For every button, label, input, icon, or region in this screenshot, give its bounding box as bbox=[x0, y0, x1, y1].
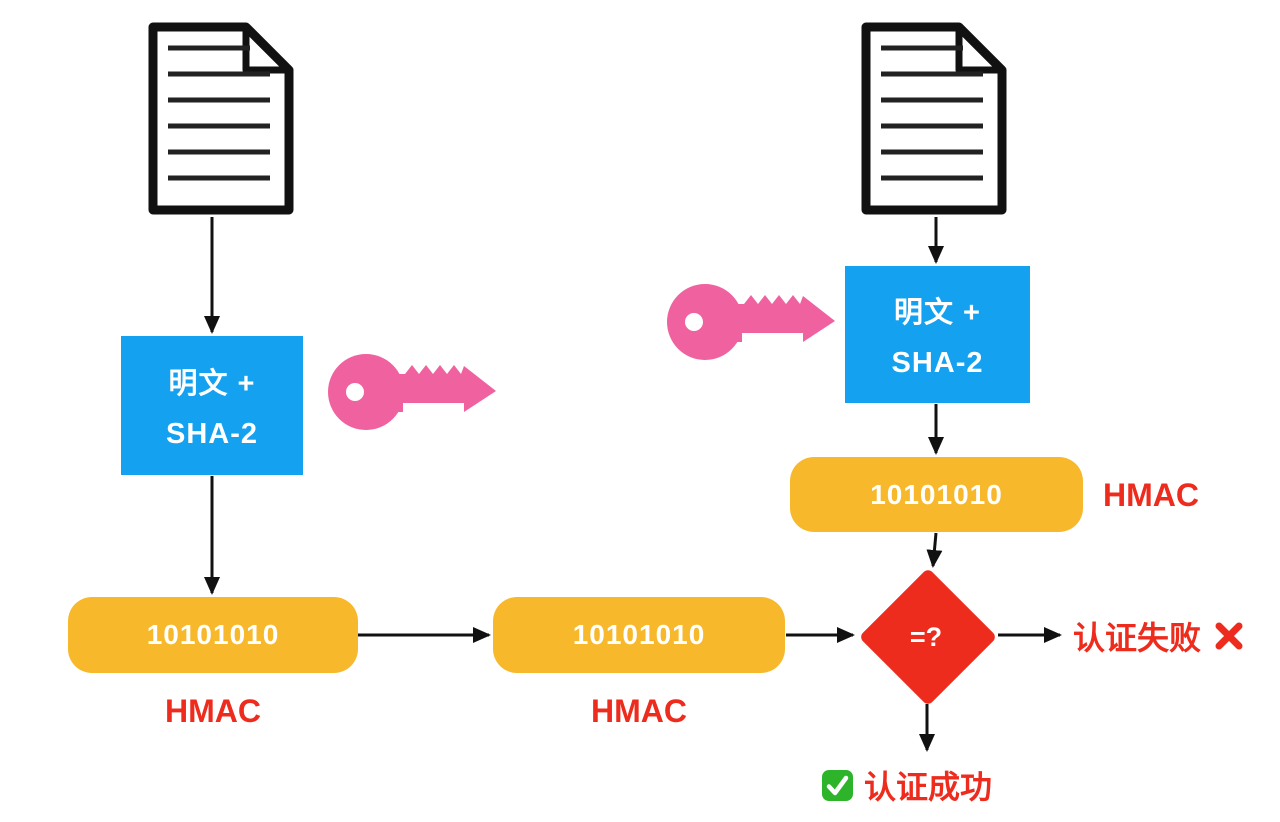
document-icon bbox=[146, 20, 296, 217]
success-result: 认证成功 bbox=[821, 762, 992, 808]
channel-hmac-pill: 10101010 bbox=[493, 597, 785, 673]
sender-hmac-label: HMAC bbox=[165, 693, 261, 729]
document-icon bbox=[859, 20, 1009, 217]
channel-hmac-label: HMAC bbox=[591, 693, 687, 729]
key-icon bbox=[327, 353, 497, 431]
hash-box-line2: SHA-2 bbox=[165, 418, 258, 450]
receiver-hmac-label: HMAC bbox=[1103, 477, 1199, 513]
fail-label: 认证失败 bbox=[1073, 620, 1202, 656]
key-icon bbox=[666, 283, 836, 361]
arrow-receiver-hmac-to-diamond bbox=[926, 532, 943, 568]
cross-mark-icon bbox=[1213, 620, 1245, 652]
fail-result: 认证失败 bbox=[1073, 613, 1245, 659]
hmac-value: 10101010 bbox=[146, 619, 280, 650]
hash-box-line1: 明文 + bbox=[894, 297, 981, 329]
success-label: 认证成功 bbox=[864, 769, 993, 805]
sender-hash-box: 明文 + SHA-2 bbox=[121, 336, 303, 475]
receiver-hash-box: 明文 + SHA-2 bbox=[845, 266, 1030, 403]
receiver-hmac-pill: 10101010 bbox=[790, 457, 1083, 532]
sender-hmac-pill: 10101010 bbox=[68, 597, 358, 673]
check-mark-icon bbox=[821, 769, 854, 802]
hash-box-line2: SHA-2 bbox=[891, 347, 984, 379]
hash-box-line1: 明文 + bbox=[168, 368, 256, 400]
hmac-value: 10101010 bbox=[870, 478, 1003, 510]
compare-diamond bbox=[858, 567, 998, 707]
hmac-value: 10101010 bbox=[572, 619, 706, 650]
